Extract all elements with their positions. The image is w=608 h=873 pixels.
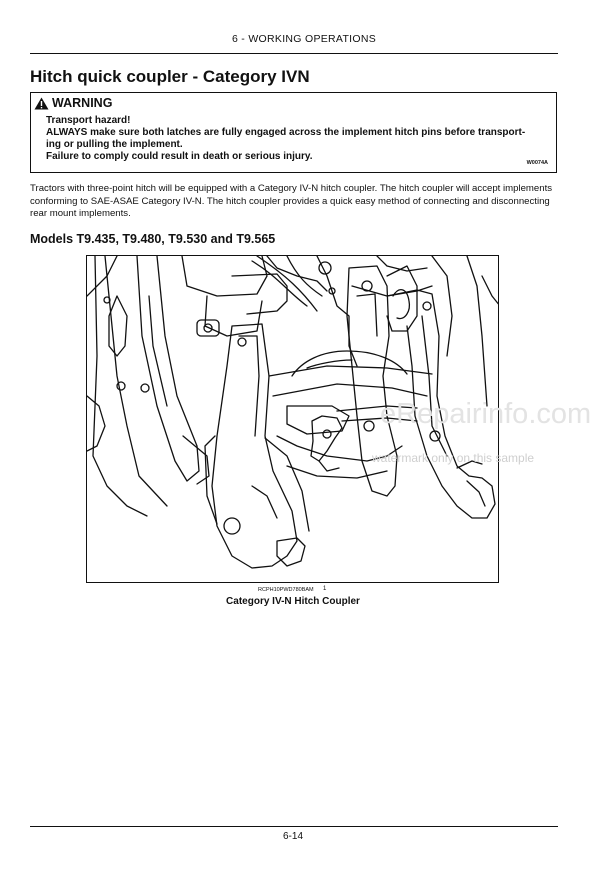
models-subheading: Models T9.435, T9.480, T9.530 and T9.565 [30,232,276,246]
warning-line: ALWAYS make sure both latches are fully … [46,127,526,138]
figure-code: RCPH10PWD780BAM [258,587,314,593]
running-header: 6 - WORKING OPERATIONS [231,33,377,45]
warning-line: ing or pulling the implement. [46,139,183,150]
body-paragraph: Tractors with three-point hitch will be … [30,183,553,219]
section-title: Hitch quick coupler - Category IVN [30,67,310,86]
hitch-coupler-drawing [87,256,498,569]
warning-code: W0074A [526,160,548,166]
header-rule [30,53,558,54]
footer-rule [30,826,558,827]
figure-caption: Category IV-N Hitch Coupler [226,596,360,607]
watermark-main: eRepairinfo.com [380,398,592,430]
warning-box: WARNING Transport hazard! ALWAYS make su… [30,92,557,173]
warning-triangle-icon [34,97,49,109]
hitch-coupler-illustration [86,255,499,583]
warning-line: Failure to comply could result in death … [46,151,313,162]
warning-line: Transport hazard! [46,115,131,126]
watermark-sub: watermark only on this sample [372,451,535,465]
figure-number: 1 [323,586,327,592]
page-number: 6-14 [282,831,303,842]
warning-heading-text: WARNING [52,96,113,110]
warning-heading: WARNING [34,96,112,110]
